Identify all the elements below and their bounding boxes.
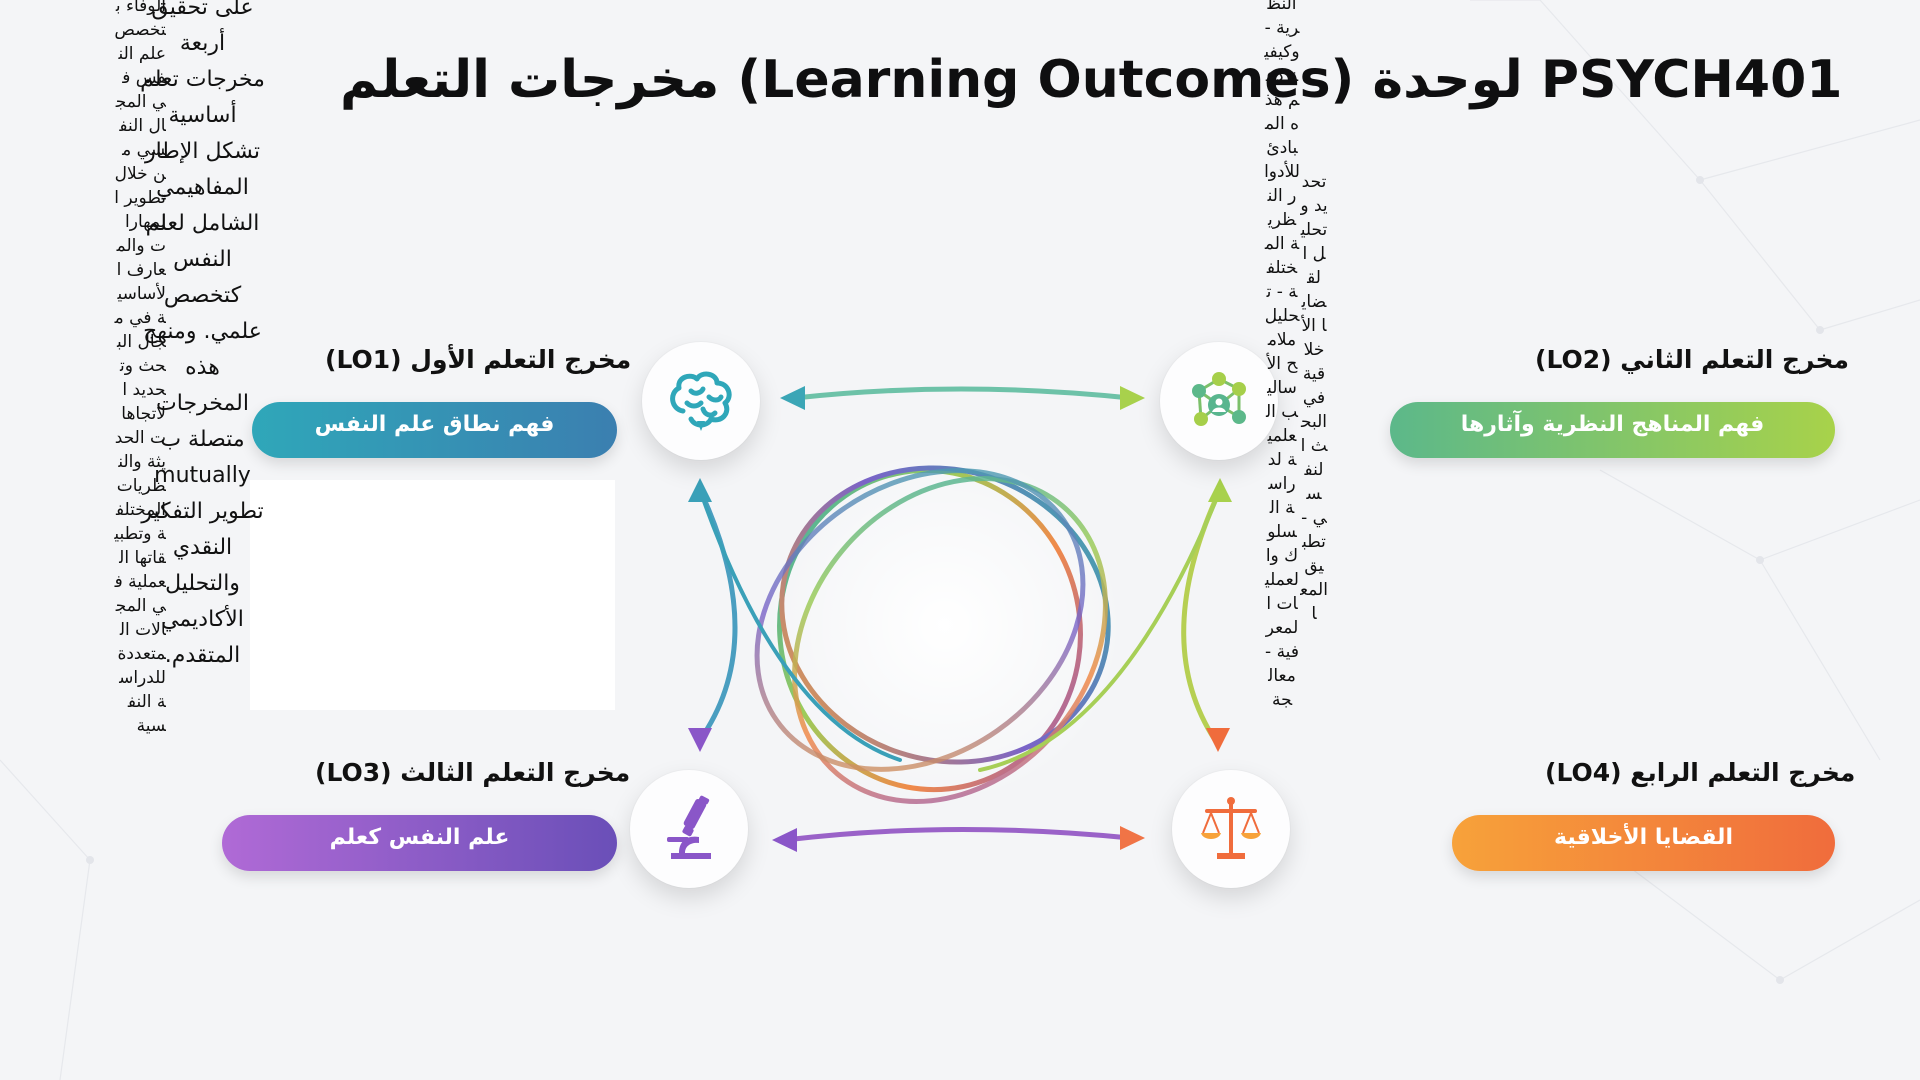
lo4-heading: مخرج التعلم الرابع (LO4) [1545, 758, 1856, 787]
overflow-text-left-narrow: الوفاء بتخصص علم النفس في المجال النفسي … [114, 0, 166, 736]
brain-icon [670, 371, 732, 431]
arrow-heads [688, 386, 1232, 852]
lo4-icon-circle[interactable] [1172, 770, 1290, 888]
lo1-label-pill[interactable]: فهم نطاق علم النفس [252, 402, 617, 458]
cycle-rings [754, 465, 1111, 804]
lo4-label-pill[interactable]: القضايا الأخلاقية [1452, 815, 1835, 871]
lo2-heading: مخرج التعلم الثاني (LO2) [1535, 345, 1850, 374]
connector-arrows [697, 386, 1223, 843]
lo1-heading: مخرج التعلم الأول (LO1) [325, 345, 632, 374]
lo2-label-pill[interactable]: فهم المناهج النظرية وآثارها [1390, 402, 1835, 458]
arrow-lo1-lo3 [697, 487, 738, 743]
arrow-lo3-lo4 [782, 826, 1133, 843]
overflow-text-right-a: النظرية - وكيفية دعم هذه المبادئ للأدوار… [1264, 0, 1300, 710]
arrow-lo2-diagonal [978, 488, 1222, 772]
arrow-lo1-diagonal [698, 488, 902, 762]
lo3-label-pill[interactable]: علم النفس كعلم [222, 815, 617, 871]
lo2-icon-circle[interactable] [1160, 342, 1278, 460]
arrow-lo1-lo2 [792, 386, 1133, 401]
lo3-icon-circle[interactable] [630, 770, 748, 888]
overflow-text-left: على تحقيق أربعة مخرجات تعلم أساسية تشكل … [140, 0, 265, 668]
microscope-icon [667, 795, 711, 859]
scales-icon [1201, 797, 1261, 859]
overflow-text-right-b: تحديد وتحليل القضايا الأخلاقية في البحث … [1300, 172, 1328, 624]
lo1-icon-circle[interactable] [642, 342, 760, 460]
lo3-heading: مخرج التعلم الثالث (LO3) [315, 758, 631, 787]
network-icon [1192, 372, 1246, 426]
blank-panel [250, 480, 615, 710]
arrow-lo2-lo4 [1181, 487, 1223, 743]
